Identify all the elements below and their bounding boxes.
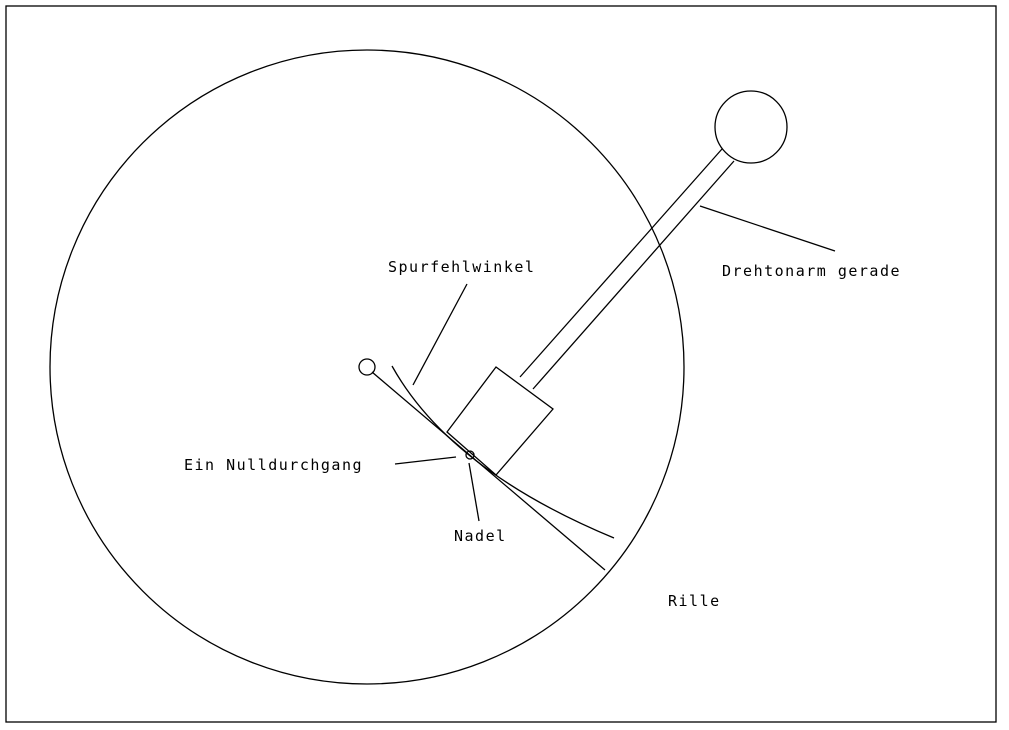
- label-groove: Rille: [668, 592, 721, 610]
- headshell: [446, 366, 554, 476]
- label-tracking-error-angle: Spurfehlwinkel: [388, 258, 535, 276]
- tonearm-pivot: [714, 90, 788, 164]
- leader-tracking-error-angle: [412, 283, 468, 386]
- diagram-frame: [5, 5, 997, 723]
- leader-zero-crossing: [394, 456, 457, 465]
- label-zero-crossing: Ein Nulldurchgang: [184, 456, 363, 474]
- needle-point: [465, 450, 475, 460]
- spindle: [358, 358, 376, 376]
- radius-line: [371, 371, 606, 571]
- label-needle: Nadel: [454, 527, 507, 545]
- leader-tonearm: [699, 205, 836, 252]
- label-tonearm: Drehtonarm gerade: [722, 262, 901, 280]
- tonearm-tube-edge-lower: [532, 160, 735, 390]
- groove-arc: [391, 365, 615, 539]
- record-disc: [49, 49, 685, 685]
- tonearm-tube-edge-upper: [519, 148, 723, 378]
- leader-needle: [468, 462, 480, 522]
